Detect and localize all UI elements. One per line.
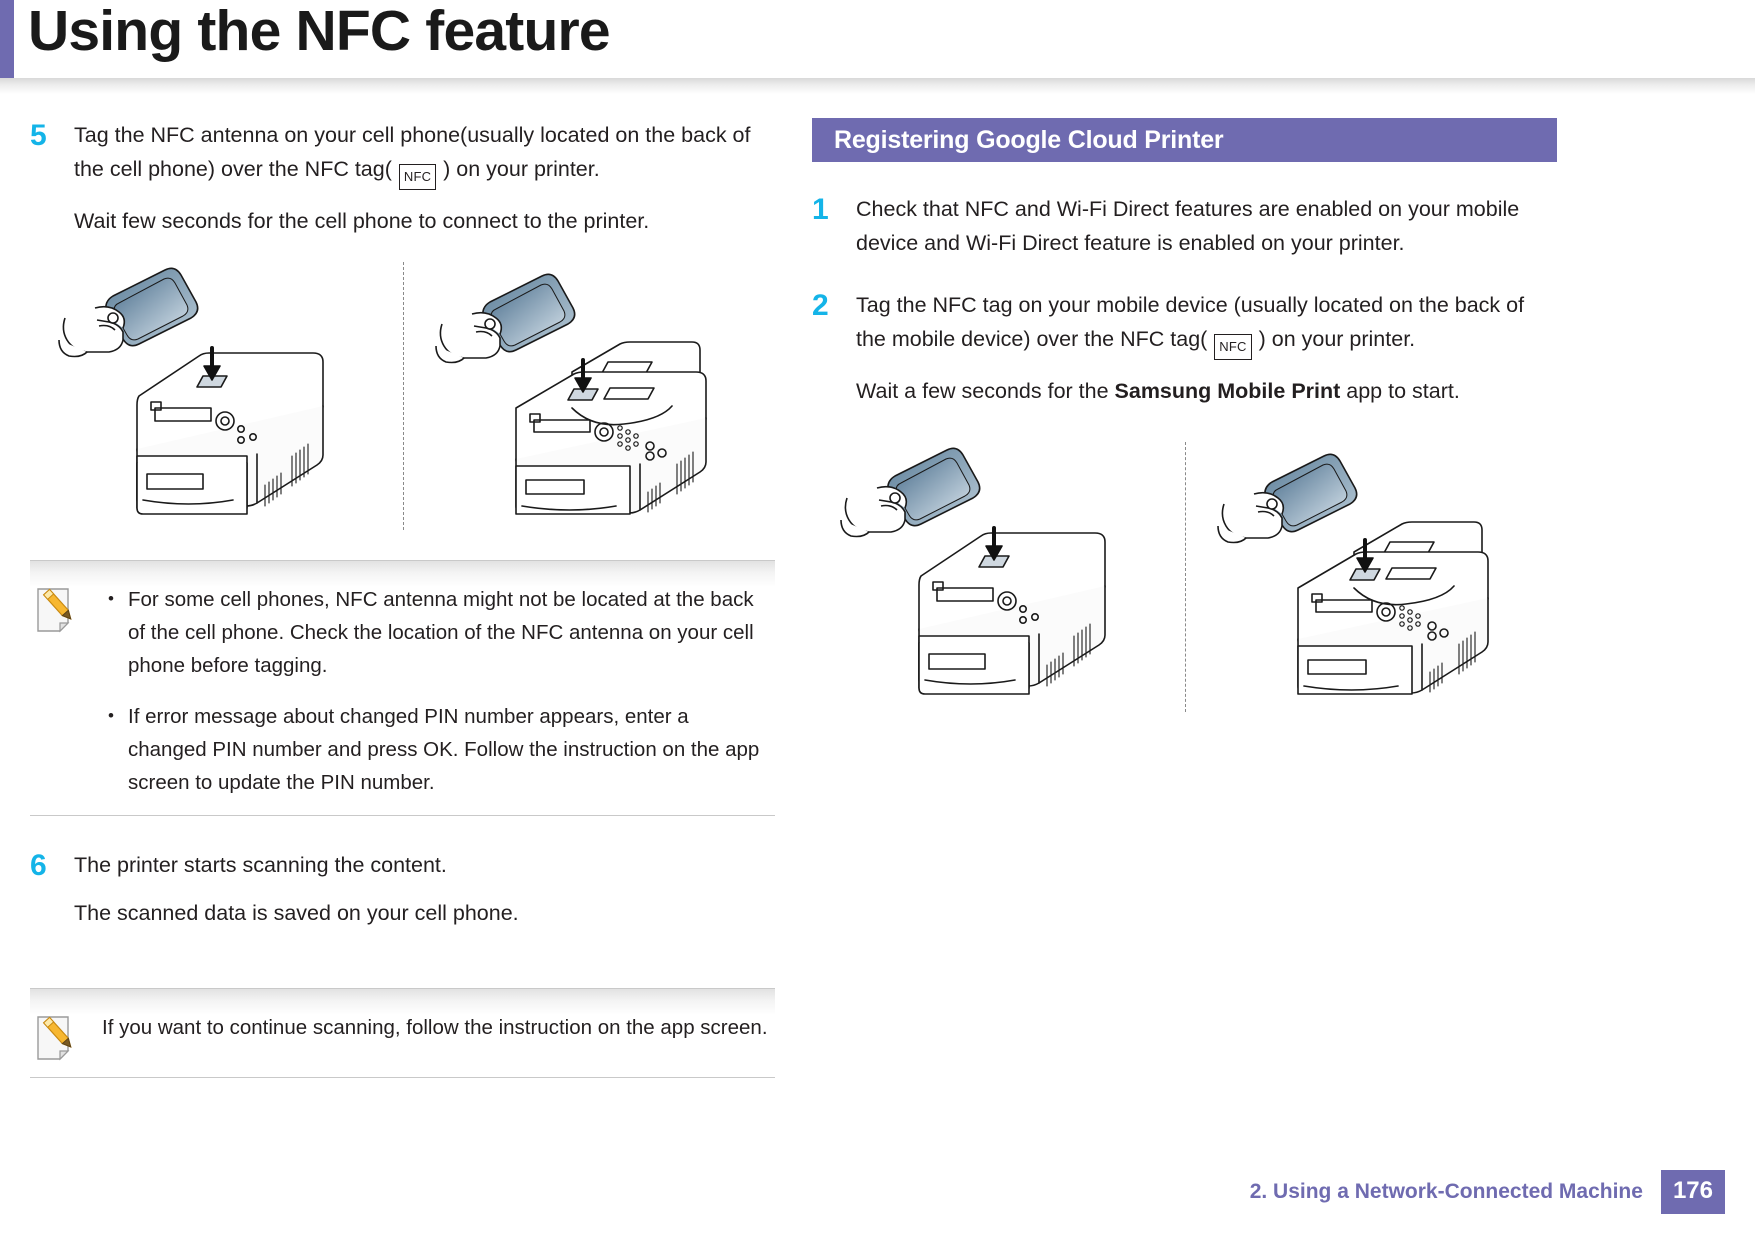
step-2-line-2-prefix: Wait a few seconds for the [856,379,1115,403]
step-5: 5 Tag the NFC antenna on your cell phone… [30,118,775,238]
figure-cell-right [1185,436,1558,716]
printer-illustration-with-adf [434,273,707,515]
note-content: If you want to continue scanning, follow… [102,1011,775,1044]
note-list-item: If error message about changed PIN numbe… [102,699,769,799]
nfc-tag-icon: NFC [1214,334,1252,360]
step-1-body: Check that NFC and Wi-Fi Direct features… [856,192,1557,260]
step-1-line-1: Check that NFC and Wi-Fi Direct features… [856,197,1520,255]
figure-cell-left [30,256,403,534]
figure-cell-left [812,436,1185,716]
section-heading-title: Registering Google Cloud Printer [834,125,1224,154]
step-6-number: 6 [30,849,47,882]
step-5-line-1: Tag the NFC antenna on your cell phone(u… [74,118,775,190]
nfc-tag-icon: NFC [398,164,437,190]
page-title: Using the NFC feature [28,0,611,63]
note-box-cellphone-tips: For some cell phones, NFC antenna might … [30,560,775,816]
note-pencil-icon [30,1013,102,1061]
step-2: 2 Tag the NFC tag on your mobile device … [812,288,1557,408]
note-list-item: For some cell phones, NFC antenna might … [102,582,769,682]
note-content: For some cell phones, NFC antenna might … [102,582,775,799]
step-5-body: Tag the NFC antenna on your cell phone(u… [74,118,775,238]
step-5-text-before-tag: Tag the NFC antenna on your cell phone(u… [74,123,751,181]
printer-illustration-with-adf [1216,453,1489,695]
left-column: 5 Tag the NFC antenna on your cell phone… [30,118,775,1100]
step-5-number: 5 [30,119,47,152]
figure-nfc-tagging-cellphone [30,256,775,534]
step-5-text-after-tag: ) on your printer. [437,157,600,181]
header-accent-bar [0,0,14,78]
footer-page-number: 176 [1660,1170,1725,1214]
figure-divider [402,262,404,530]
printer-illustration-basic [840,447,1107,695]
step-1: 1 Check that NFC and Wi-Fi Direct featur… [812,192,1557,260]
figure-nfc-tagging-mobile-device [812,436,1557,716]
step-2-number: 2 [812,289,829,322]
step-6-line-1: The printer starts scanning the content. [74,853,447,877]
step-2-line-2: Wait a few seconds for the Samsung Mobil… [856,374,1557,408]
figure-cell-right [403,256,776,534]
footer-chapter-text: 2. Using a Network-Connected Machine [1249,1180,1643,1203]
note-list: For some cell phones, NFC antenna might … [102,582,769,799]
note-pencil-icon [30,585,102,633]
step-6: 6 The printer starts scanning the conten… [30,848,775,930]
footer-inner: 2. Using a Network-Connected Machine 176 [1250,1170,1725,1214]
step-1-number: 1 [812,193,829,226]
step-2-line-2-suffix: app to start. [1340,379,1460,403]
step-2-text-before-tag: Tag the NFC tag on your mobile device (u… [856,293,1525,351]
note-text: If you want to continue scanning, follow… [102,1016,768,1039]
step-2-body: Tag the NFC tag on your mobile device (u… [856,288,1557,408]
page-header: Using the NFC feature [0,0,1755,94]
note-box-continue-scanning: If you want to continue scanning, follow… [30,988,775,1078]
section-heading-bar: Registering Google Cloud Printer [812,118,1557,162]
page-footer: 2. Using a Network-Connected Machine 176 [0,1170,1755,1214]
header-shadow-divider [0,78,1755,94]
right-column: Registering Google Cloud Printer 1 Check… [812,118,1557,726]
step-6-body: The printer starts scanning the content.… [74,848,775,930]
step-2-text-after-tag: ) on your printer. [1252,327,1416,351]
app-name-samsung-mobile-print: Samsung Mobile Print [1114,379,1341,403]
step-6-line-2: The scanned data is saved on your cell p… [74,901,519,925]
step-5-line-2: Wait few seconds for the cell phone to c… [74,209,650,233]
step-2-line-1: Tag the NFC tag on your mobile device (u… [856,288,1557,360]
printer-illustration-basic [58,267,325,515]
figure-divider [1184,442,1186,712]
